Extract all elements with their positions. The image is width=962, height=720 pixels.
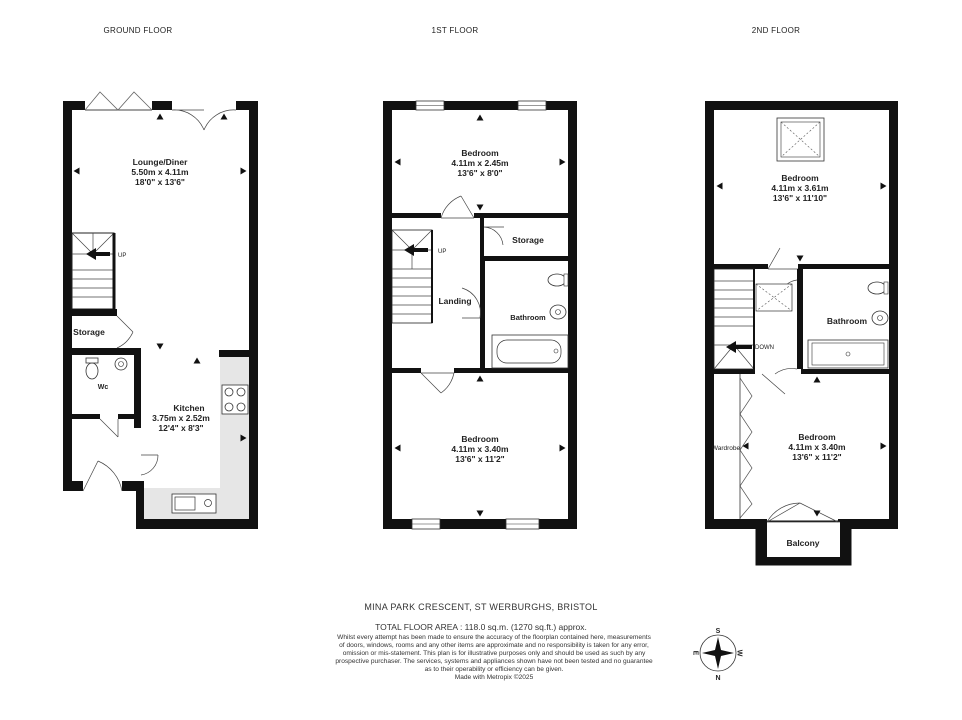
compass-n: N [715, 675, 720, 682]
first-bedroom-rear-name: Bedroom [461, 434, 499, 444]
compass-s: S [716, 628, 721, 635]
lounge-diner-name: Lounge/Diner [133, 157, 188, 167]
wc-label: Wc [98, 384, 109, 391]
second-bedroom-rear-name: Bedroom [798, 432, 836, 442]
ground-wall-step-v [136, 481, 144, 529]
ground-floor-title: GROUND FLOOR [104, 26, 173, 35]
second-floor-plan: DOWN Bedroom 4.11m x 3.61m 13'6" x 11'10… [705, 101, 898, 566]
first-bedroom-rear-dim-ft: 13'6" x 11'2" [455, 454, 504, 464]
ground-storage-label: Storage [73, 327, 105, 337]
second-staircase [713, 268, 755, 370]
ground-wall-step [122, 481, 144, 491]
disclaimer-line: omission or mis-statement. This plan is … [342, 650, 646, 657]
first-bathroom-label: Bathroom [510, 313, 546, 322]
kitchen-dim-m: 3.75m x 2.52m [152, 413, 210, 423]
ground-wall-top-mid [152, 101, 172, 110]
total-floor-area: TOTAL FLOOR AREA : 118.0 sq.m. (1270 sq.… [375, 622, 587, 632]
first-floor-plan: UP Bedroom 4.11m x 2.45m 13'6" x 8'0" St… [383, 100, 577, 530]
first-storage-label: Storage [512, 235, 544, 245]
disclaimer-line: of doors, windows, rooms and any other i… [339, 642, 649, 649]
ground-wall-top-left [63, 101, 85, 110]
compass-e: E [692, 651, 699, 656]
french-door-left [171, 109, 205, 131]
second-bedroom-rear-dim-m: 4.11m x 3.40m [788, 442, 846, 452]
second-floor-title: 2ND FLOOR [752, 26, 801, 35]
disclaimer-line: Whilst every attempt has been made to en… [337, 634, 651, 641]
roof-window-landing [755, 283, 793, 312]
made-with-credit: Made with Metropix ©2025 [454, 674, 534, 681]
first-staircase [391, 229, 433, 324]
ground-wall-left [63, 101, 72, 491]
second-bedroom-front-dim-ft: 13'6" x 11'10" [773, 193, 827, 203]
ground-wall-top-right [236, 101, 258, 110]
bifold-doors [84, 91, 153, 111]
lounge-diner-dim-m: 5.50m x 4.11m [131, 167, 189, 177]
landing-label: Landing [438, 296, 471, 306]
first-bedroom-rear-dim-m: 4.11m x 3.40m [451, 444, 509, 454]
second-bedroom-rear-dim-ft: 13'6" x 11'2" [792, 452, 841, 462]
ground-wall-right [249, 101, 258, 529]
ground-wall-bottom [136, 519, 258, 529]
lounge-diner-dim-ft: 18'0" x 13'6" [135, 177, 185, 187]
second-bedroom-front-name: Bedroom [781, 173, 819, 183]
kitchen-name: Kitchen [173, 403, 204, 413]
second-bathroom-label: Bathroom [827, 316, 868, 326]
disclaimer-line: prospective purchaser. The services, sys… [335, 658, 653, 665]
first-bedroom-front-dim-m: 4.11m x 2.45m [451, 158, 509, 168]
first-floor-title: 1ST FLOOR [431, 26, 478, 35]
ground-wall-bottom-left [63, 481, 83, 491]
ground-stairs-label: UP [118, 253, 126, 259]
stair-arrow [86, 248, 110, 260]
kitchen-hob [221, 384, 249, 415]
french-door-right [203, 109, 237, 131]
first-stairs-label: UP [438, 249, 446, 255]
wc-toilet [85, 362, 99, 380]
first-bedroom-front-name: Bedroom [461, 148, 499, 158]
first-bedroom-front-dim-ft: 13'6" x 8'0" [457, 168, 502, 178]
balcony-label: Balcony [786, 538, 819, 548]
disclaimer-line: as to their operability or efficiency ca… [424, 666, 564, 673]
compass-w: W [736, 650, 743, 657]
second-stairs-label: DOWN [755, 345, 774, 351]
ground-floor-plan: UP Storage Wc [63, 91, 258, 529]
wardrobe-label: Wardrobe [712, 445, 741, 452]
second-bedroom-front-dim-m: 4.11m x 3.61m [771, 183, 829, 193]
kitchen-dim-ft: 12'4" x 8'3" [158, 423, 203, 433]
disclaimer: Whilst every attempt has been made to en… [326, 634, 662, 682]
compass-icon: S N E W [692, 628, 743, 682]
property-address: MINA PARK CRESCENT, ST WERBURGHS, BRISTO… [364, 602, 598, 612]
